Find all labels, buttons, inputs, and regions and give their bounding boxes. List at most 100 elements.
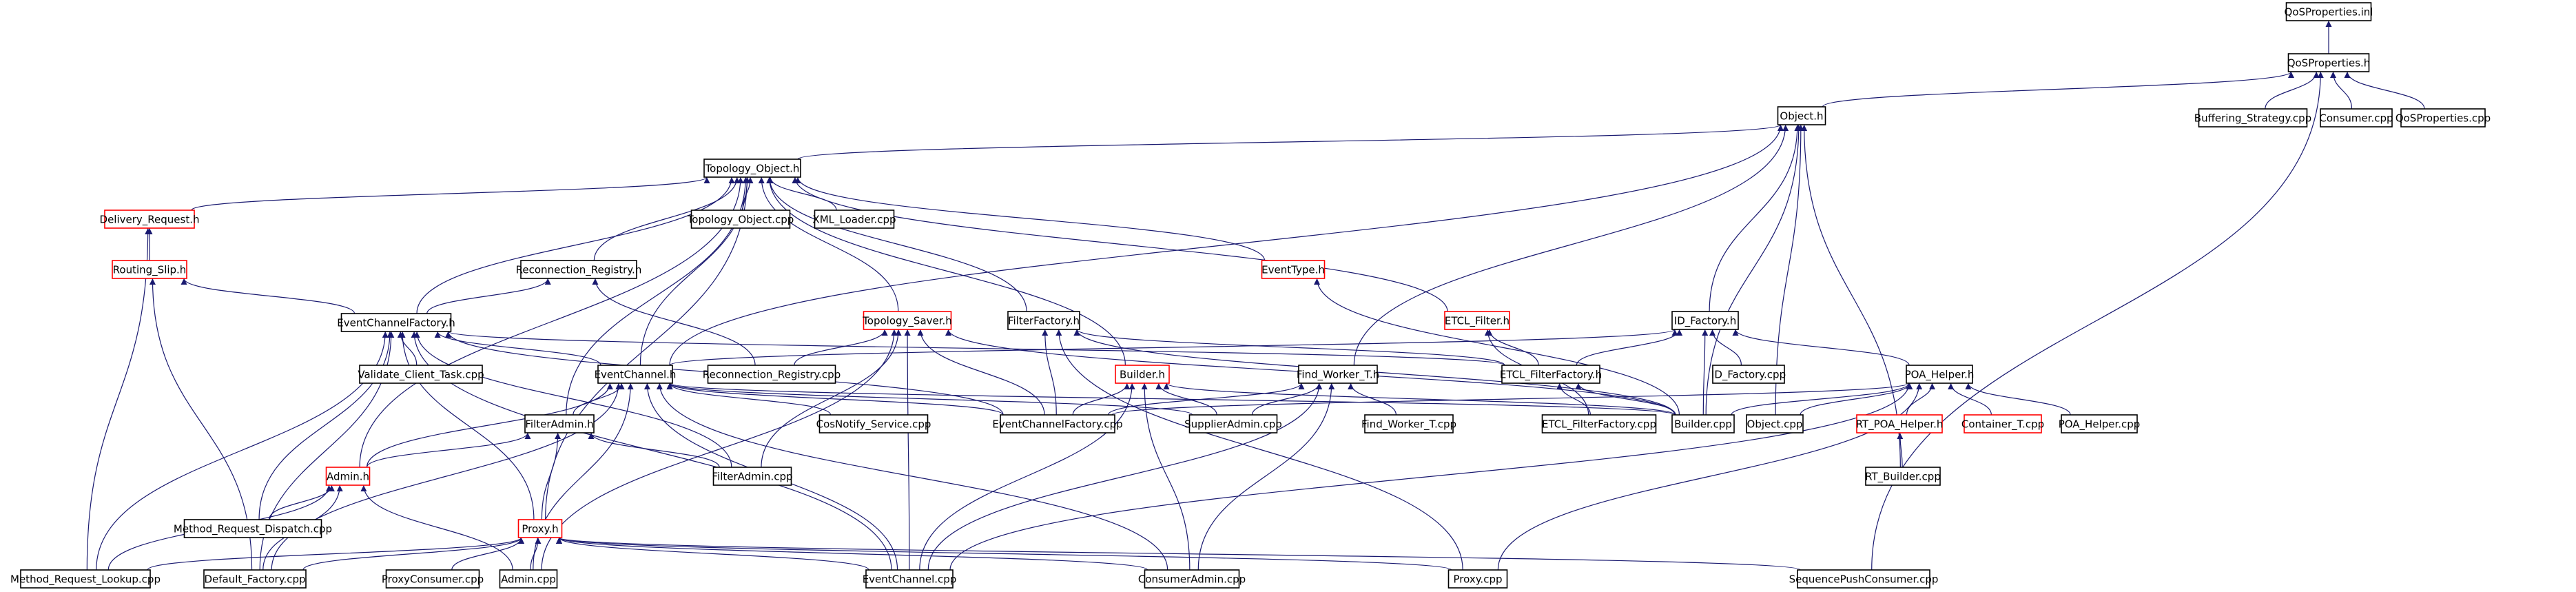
node-box[interactable] [1364,414,1454,433]
node-box[interactable] [1444,311,1510,330]
node-box[interactable] [325,467,371,486]
graph-node-eventtype-h[interactable]: EventType.h [1261,260,1326,279]
graph-node-buffering[interactable]: Buffering_Strategy.cpp [2194,108,2311,127]
node-box[interactable] [2400,108,2486,127]
node-box[interactable] [1856,414,1943,433]
node-box[interactable] [183,519,322,538]
graph-node-qos-h[interactable]: QoSProperties.h [2287,53,2371,72]
node-box[interactable] [1298,365,1378,384]
node-box[interactable] [707,365,836,384]
graph-node-filteradmin-cpp[interactable]: FilterAdmin.cpp [712,467,793,486]
graph-node-admin-cpp[interactable]: Admin.cpp [499,569,558,589]
node-box[interactable] [1671,311,1739,330]
graph-node-eventchannel-cpp[interactable]: EventChannel.cpp [863,569,957,589]
node-box[interactable] [1671,414,1735,433]
node-box[interactable] [2285,2,2372,21]
graph-node-container-t-cpp[interactable]: Container_T.cpp [1961,414,2044,433]
graph-node-id-factory-h[interactable]: ID_Factory.h [1671,311,1739,330]
node-box[interactable] [385,569,480,589]
node-box[interactable] [203,569,307,589]
node-box[interactable] [499,569,558,589]
graph-node-filteradmin-h[interactable]: FilterAdmin.h [524,414,595,433]
node-box[interactable] [359,365,483,384]
graph-node-reconnection-registry-h[interactable]: Reconnection_Registry.h [516,260,642,279]
graph-node-eventchannelfactory-cpp[interactable]: EventChannelFactory.cpp [992,414,1123,433]
node-box[interactable] [340,313,452,332]
node-box[interactable] [1007,311,1080,330]
node-box[interactable] [520,260,637,279]
graph-node-method-request-lookup[interactable]: Method_Request_Lookup.cpp [10,569,161,589]
graph-node-eventchannel-h[interactable]: EventChannel.h [595,365,677,384]
graph-node-reconnection-registry-cpp[interactable]: Reconnection_Registry.cpp [703,365,841,384]
node-box[interactable] [1777,106,1826,125]
graph-node-find-worker-cpp[interactable]: Find_Worker_T.cpp [1361,414,1456,433]
graph-node-id-factory-cpp[interactable]: ID_Factory.cpp [1711,365,1786,384]
node-box[interactable] [1188,414,1278,433]
graph-node-eventchannelfactory-h[interactable]: EventChannelFactory.h [337,313,455,332]
node-box[interactable] [2287,53,2370,72]
node-box[interactable] [517,519,563,538]
node-box[interactable] [104,210,195,229]
node-box[interactable] [1797,569,1930,589]
graph-node-validate-client[interactable]: Validate_Client_Task.cpp [358,365,484,384]
node-box[interactable] [1746,414,1804,433]
graph-node-poa-helper-cpp[interactable]: POA_Helper.cpp [2059,414,2141,433]
graph-node-etcl-filter-h[interactable]: ETCL_Filter.h [1444,311,1510,330]
node-box[interactable] [1964,414,2042,433]
node-box[interactable] [1000,414,1115,433]
node-box[interactable] [1501,365,1600,384]
node-box[interactable] [690,210,791,229]
graph-node-qos-cpp[interactable]: QoSProperties.cpp [2395,108,2491,127]
node-box[interactable] [1144,569,1240,589]
node-box[interactable] [1865,467,1941,486]
node-box[interactable] [1447,569,1508,589]
node-box[interactable] [1261,260,1326,279]
node-box[interactable] [524,414,595,433]
graph-node-default-factory[interactable]: Default_Factory.cpp [203,569,307,589]
graph-node-consumer[interactable]: Consumer.cpp [2319,108,2393,127]
node-box[interactable] [1712,365,1785,384]
graph-node-qos-inl[interactable]: QoSProperties.inl [2285,2,2373,21]
node-box[interactable] [1541,414,1657,433]
graph-node-proxy-h[interactable]: Proxy.h [517,519,563,538]
node-box[interactable] [597,365,673,384]
graph-node-routing-slip-h[interactable]: Routing_Slip.h [112,260,187,279]
node-box[interactable] [1906,365,1973,384]
graph-node-sequencepushconsumer[interactable]: SequencePushConsumer.cpp [1789,569,1939,589]
graph-node-topology-object-h[interactable]: Topology_Object.h [703,159,801,178]
node-box[interactable] [2061,414,2138,433]
graph-node-poa-helper-h[interactable]: POA_Helper.h [1905,365,1975,384]
node-box[interactable] [703,159,801,178]
graph-node-consumeradmin-cpp[interactable]: ConsumerAdmin.cpp [1138,569,1246,589]
graph-node-proxy-cpp[interactable]: Proxy.cpp [1447,569,1508,589]
graph-node-rt-builder-cpp[interactable]: RT_Builder.cpp [1865,467,1941,486]
graph-node-etcl-filterfactory-h[interactable]: ETCL_FilterFactory.h [1500,365,1602,384]
graph-node-builder-cpp[interactable]: Builder.cpp [1671,414,1735,433]
graph-node-topology-saver-h[interactable]: Topology_Saver.h [862,311,952,330]
graph-node-etcl-filterfactory-cpp[interactable]: ETCL_FilterFactory.cpp [1541,414,1657,433]
node-box[interactable] [20,569,151,589]
graph-node-cosnotify-service[interactable]: CosNotify_Service.cpp [816,414,931,433]
node-box[interactable] [1115,365,1170,384]
graph-node-supplieradmin-cpp[interactable]: SupplierAdmin.cpp [1184,414,1282,433]
graph-node-find-worker-h[interactable]: Find_Worker_T.h [1297,365,1379,384]
node-box[interactable] [863,311,952,330]
graph-node-object-h[interactable]: Object.h [1777,106,1826,125]
graph-node-delivery-request-h[interactable]: Delivery_Request.h [100,210,200,229]
node-box[interactable] [712,467,792,486]
graph-node-filterfactory-h[interactable]: FilterFactory.h [1007,311,1080,330]
node-box[interactable] [865,569,954,589]
graph-node-rt-poa-helper-h[interactable]: RT_POA_Helper.h [1856,414,1944,433]
node-box[interactable] [2320,108,2393,127]
node-box[interactable] [818,414,929,433]
node-box[interactable] [112,260,187,279]
graph-node-method-request-dispatch[interactable]: Method_Request_Dispatch.cpp [174,519,332,538]
node-box[interactable] [2198,108,2308,127]
graph-node-xml-loader[interactable]: XML_Loader.cpp [812,210,896,229]
graph-node-builder-h[interactable]: Builder.h [1115,365,1170,384]
graph-node-admin-h[interactable]: Admin.h [325,467,371,486]
node-box[interactable] [814,210,895,229]
graph-node-object-cpp[interactable]: Object.cpp [1746,414,1804,433]
graph-node-proxyconsumer-cpp[interactable]: ProxyConsumer.cpp [382,569,484,589]
graph-node-topology-object-cpp[interactable]: Topology_Object.cpp [687,210,794,229]
